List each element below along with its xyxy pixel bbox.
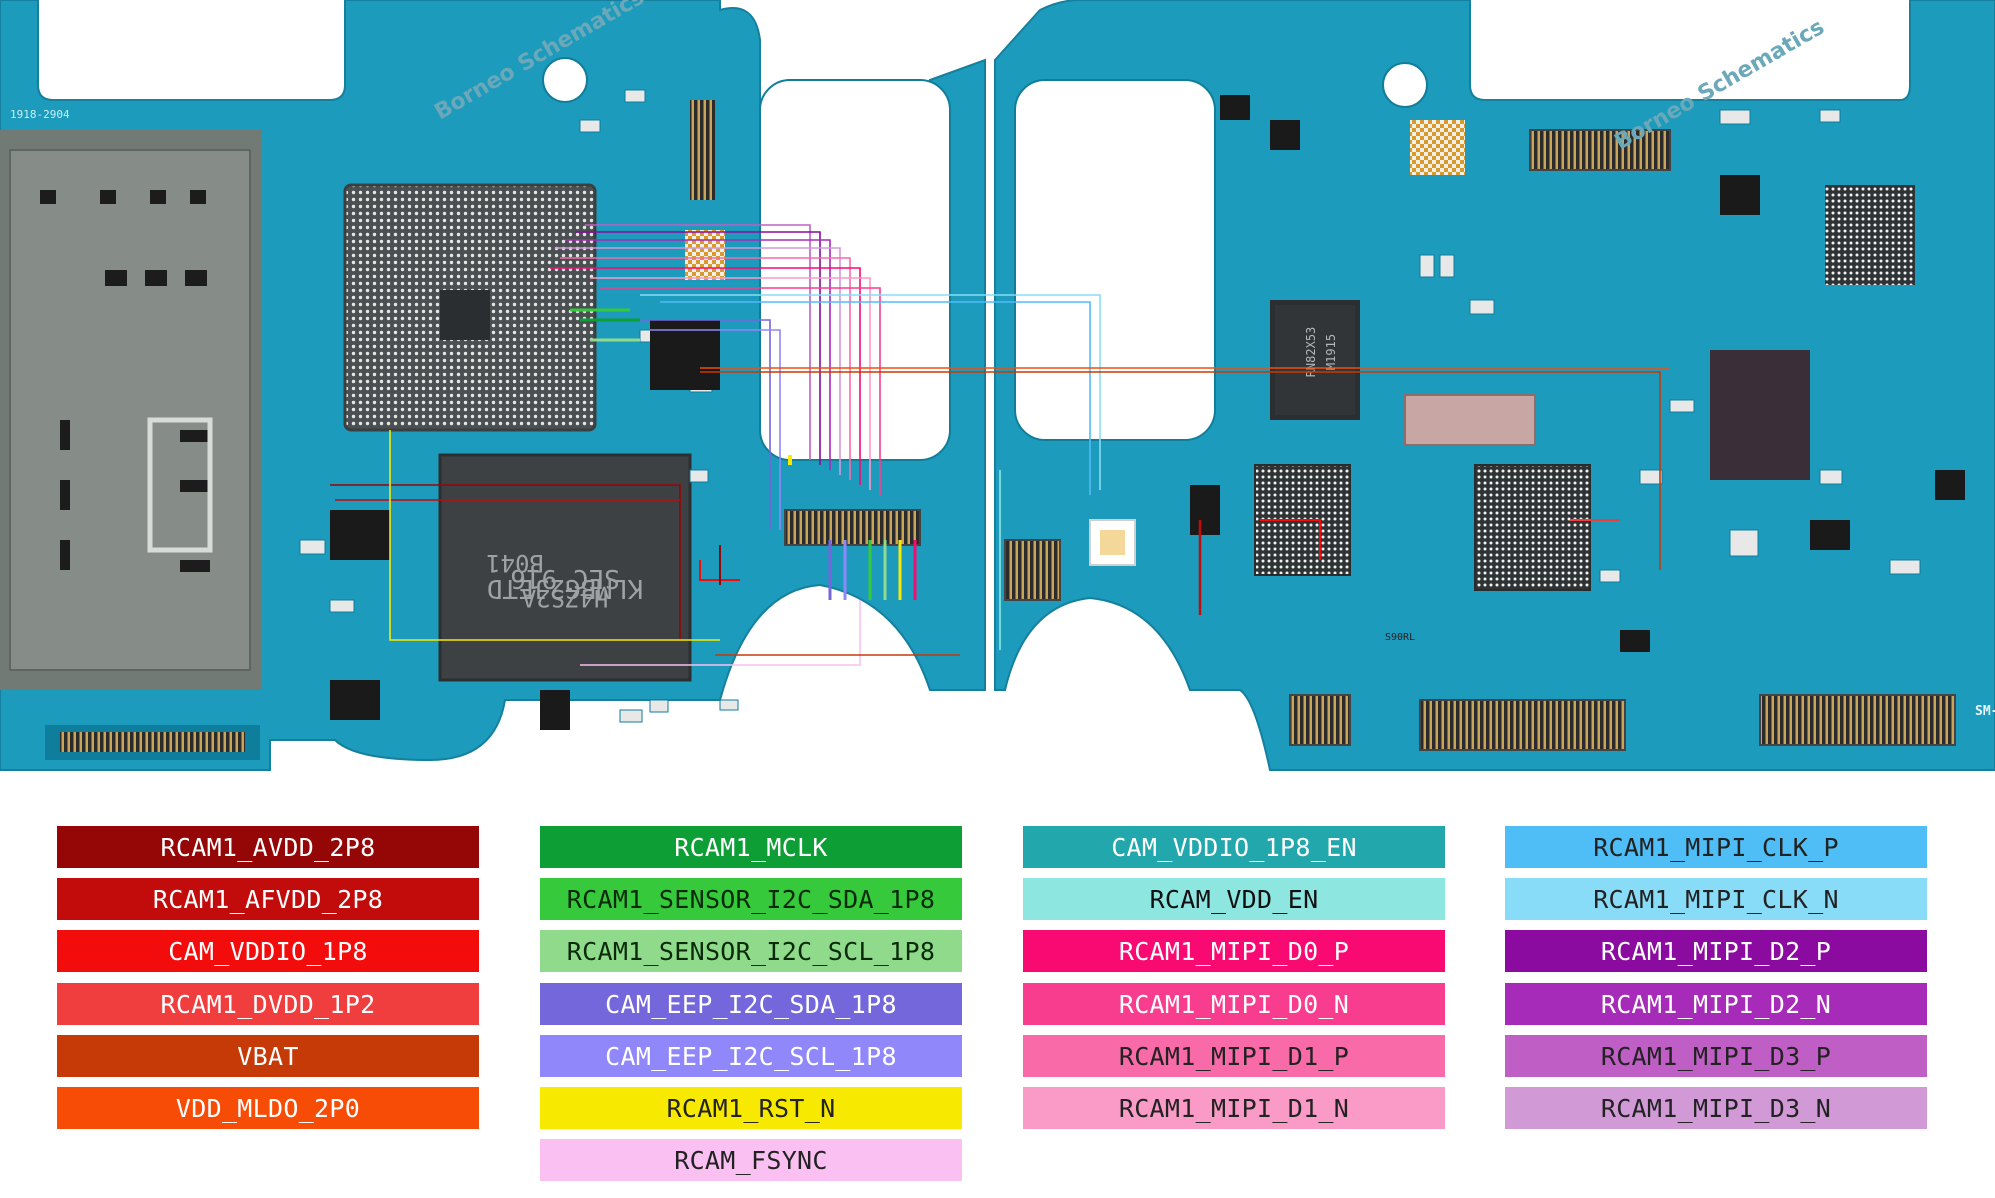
pmic-line-2: M1915 bbox=[1324, 334, 1338, 370]
legend-item: RCAM1_MCLK bbox=[540, 826, 962, 868]
legend-item: RCAM1_MIPI_CLK_P bbox=[1505, 826, 1927, 868]
pmic-line-1: RN82X53 bbox=[1304, 327, 1318, 378]
board-edge-label: SM- bbox=[1975, 704, 1995, 719]
legend-item: RCAM1_MIPI_D3_P bbox=[1505, 1035, 1927, 1077]
legend-item: RCAM1_MIPI_CLK_N bbox=[1505, 878, 1927, 920]
ufs-chip-line-3: B041 bbox=[486, 549, 544, 577]
legend-item: RCAM1_DVDD_1P2 bbox=[57, 983, 479, 1025]
legend-item: RCAM1_RST_N bbox=[540, 1087, 962, 1129]
ufs-chip-line-1: SEC 916 bbox=[510, 563, 620, 593]
legend-item: RCAM1_MIPI_D2_N bbox=[1505, 983, 1927, 1025]
small-chip-label: S90RL bbox=[1385, 632, 1415, 643]
legend-item: RCAM_FSYNC bbox=[540, 1139, 962, 1181]
signal-traces bbox=[330, 224, 1670, 666]
ufs-chip-line-4: H4ZS2A bbox=[521, 584, 608, 612]
legend-item: RCAM1_MIPI_D0_N bbox=[1023, 983, 1445, 1025]
legend-item: CAM_EEP_I2C_SDA_1P8 bbox=[540, 983, 962, 1025]
legend-item: RCAM1_AFVDD_2P8 bbox=[57, 878, 479, 920]
pcb-code: 1918-2904 bbox=[10, 108, 70, 121]
legend-item: CAM_EEP_I2C_SCL_1P8 bbox=[540, 1035, 962, 1077]
right-board: RN82X53 M1915 Borneo Schematics S90RL SM… bbox=[994, 0, 1995, 771]
left-board: SEC 916 KLMBG2JETD B041 H4ZS2A Borneo Sc… bbox=[0, 0, 1045, 771]
legend-item: CAM_VDDIO_1P8_EN bbox=[1023, 826, 1445, 868]
legend-item: VDD_MLDO_2P0 bbox=[57, 1087, 479, 1129]
legend-item: RCAM1_SENSOR_I2C_SCL_1P8 bbox=[540, 930, 962, 972]
legend-item: CAM_VDDIO_1P8 bbox=[57, 930, 479, 972]
legend-item: RCAM1_AVDD_2P8 bbox=[57, 826, 479, 868]
legend-item: RCAM1_MIPI_D1_N bbox=[1023, 1087, 1445, 1129]
legend-item: VBAT bbox=[57, 1035, 479, 1077]
legend-item: RCAM1_MIPI_D0_P bbox=[1023, 930, 1445, 972]
legend-item: RCAM1_MIPI_D1_P bbox=[1023, 1035, 1445, 1077]
ufs-chip-line-2: KLMBG2JETD bbox=[487, 573, 644, 603]
legend-item: RCAM1_MIPI_D2_P bbox=[1505, 930, 1927, 972]
legend-item: RCAM1_MIPI_D3_N bbox=[1505, 1087, 1927, 1129]
legend-item: RCAM1_SENSOR_I2C_SDA_1P8 bbox=[540, 878, 962, 920]
legend-item: RCAM_VDD_EN bbox=[1023, 878, 1445, 920]
